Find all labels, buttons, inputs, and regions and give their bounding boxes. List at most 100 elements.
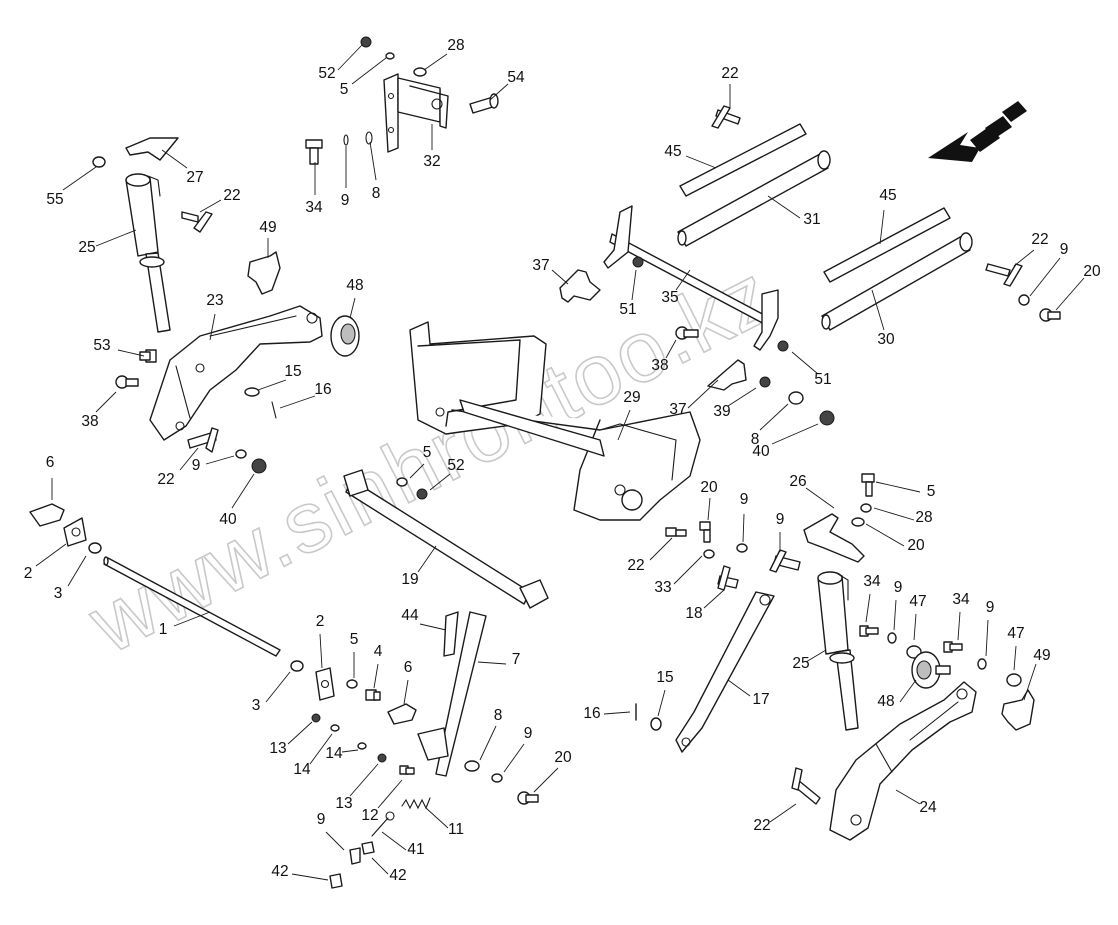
callout-number: 54	[507, 69, 525, 86]
callout-leader	[309, 733, 333, 765]
callout-number: 49	[1033, 647, 1050, 664]
pin-22-top	[711, 105, 741, 129]
callout-leader	[665, 339, 677, 359]
hook-37-right	[707, 359, 747, 391]
callout-leader	[62, 166, 97, 191]
washer-9-far-right	[1018, 294, 1030, 306]
callout-number: 24	[919, 799, 937, 816]
cylinder-25-left	[125, 173, 171, 333]
callout-leader	[899, 679, 917, 703]
callout-number: 20	[1083, 263, 1101, 280]
link-17	[675, 591, 775, 753]
callout-number: 15	[284, 363, 301, 380]
callout-13: 13	[335, 763, 379, 812]
pin-22-bottom-right	[791, 767, 821, 805]
callout-9: 9	[985, 599, 994, 657]
callout-39: 39	[713, 387, 757, 420]
callout-number: 30	[877, 331, 895, 348]
callout-leader	[403, 679, 409, 705]
callout-number: 35	[661, 289, 678, 306]
callout-22: 22	[1013, 231, 1049, 267]
disk-48-left	[330, 315, 360, 357]
callout-number: 12	[361, 807, 378, 824]
callout-number: 20	[554, 749, 572, 766]
nut-42-lower	[329, 873, 343, 889]
callout-22: 22	[199, 187, 241, 213]
callout-27: 27	[161, 149, 204, 186]
callout-17: 17	[727, 679, 770, 708]
callout-leader	[265, 671, 291, 703]
callout-leader	[325, 831, 345, 851]
callout-leader	[349, 297, 356, 319]
callout-number: 55	[46, 191, 63, 208]
callout-leader	[381, 831, 407, 851]
callout-leader	[873, 507, 915, 521]
bracket-6-lower	[387, 703, 417, 725]
washer-14-right	[357, 742, 367, 750]
nut-51-upper	[632, 256, 644, 268]
callout-9: 9	[317, 811, 345, 851]
washer-55	[92, 156, 106, 168]
callout-leader	[875, 481, 921, 493]
callout-number: 9	[1060, 241, 1069, 258]
callout-number: 23	[206, 292, 223, 309]
callout-leader	[179, 447, 199, 471]
callout-54: 54	[489, 69, 525, 101]
callout-leader	[865, 593, 871, 623]
callout-leader	[742, 513, 745, 543]
callout-number: 3	[54, 585, 63, 602]
callout-number: 49	[259, 219, 276, 236]
callout-leader	[199, 199, 222, 213]
washer-5-mid	[396, 477, 408, 487]
callout-number: 22	[627, 557, 644, 574]
callout-leader	[67, 555, 87, 587]
callout-number: 2	[24, 565, 33, 582]
callout-number: 17	[752, 691, 769, 708]
callout-number: 52	[447, 457, 464, 474]
bolt-38-left	[115, 375, 139, 389]
washer-9-right-b	[703, 549, 715, 559]
callout-number: 47	[1007, 625, 1024, 642]
washer-8-right	[788, 391, 804, 405]
callout-6: 6	[403, 659, 412, 705]
callout-leader	[551, 269, 569, 285]
callout-leader	[489, 83, 509, 101]
callout-number: 32	[423, 153, 440, 170]
callout-3: 3	[54, 555, 87, 602]
callout-number: 4	[374, 643, 383, 660]
callout-number: 51	[619, 301, 636, 318]
callout-5: 5	[350, 631, 358, 678]
callout-number: 9	[740, 491, 749, 508]
direction-arrow-icon	[928, 101, 1027, 162]
callout-49: 49	[1023, 647, 1051, 701]
callout-leader	[117, 349, 145, 357]
callout-number: 22	[1031, 231, 1048, 248]
callout-32: 32	[423, 124, 441, 170]
callout-leader	[231, 473, 255, 509]
callout-14: 14	[325, 745, 359, 762]
bolt-38-right	[675, 326, 699, 340]
callout-12: 12	[361, 779, 403, 824]
callout-number: 28	[447, 37, 464, 54]
callout-leader	[865, 523, 905, 547]
callout-16: 16	[279, 381, 332, 409]
callout-number: 22	[753, 817, 770, 834]
callout-37: 37	[532, 257, 569, 285]
callout-number: 14	[325, 745, 343, 762]
callout-34: 34	[305, 162, 323, 216]
nut-13-left	[311, 713, 321, 723]
callout-leader	[657, 689, 666, 717]
callout-19: 19	[401, 545, 437, 588]
pin-16-left	[271, 401, 277, 419]
lift-arm-24	[829, 681, 977, 841]
disk-48-right	[911, 651, 951, 689]
pin-54	[469, 93, 499, 114]
bolt-41	[371, 817, 389, 837]
bushing-3-right	[290, 660, 304, 672]
callout-40: 40	[219, 473, 255, 528]
callout-leader	[173, 611, 211, 627]
callout-18: 18	[685, 589, 725, 622]
callout-number: 11	[448, 821, 464, 838]
pin-22-left-mid	[187, 427, 219, 453]
washer-9-left-mid	[235, 449, 247, 459]
